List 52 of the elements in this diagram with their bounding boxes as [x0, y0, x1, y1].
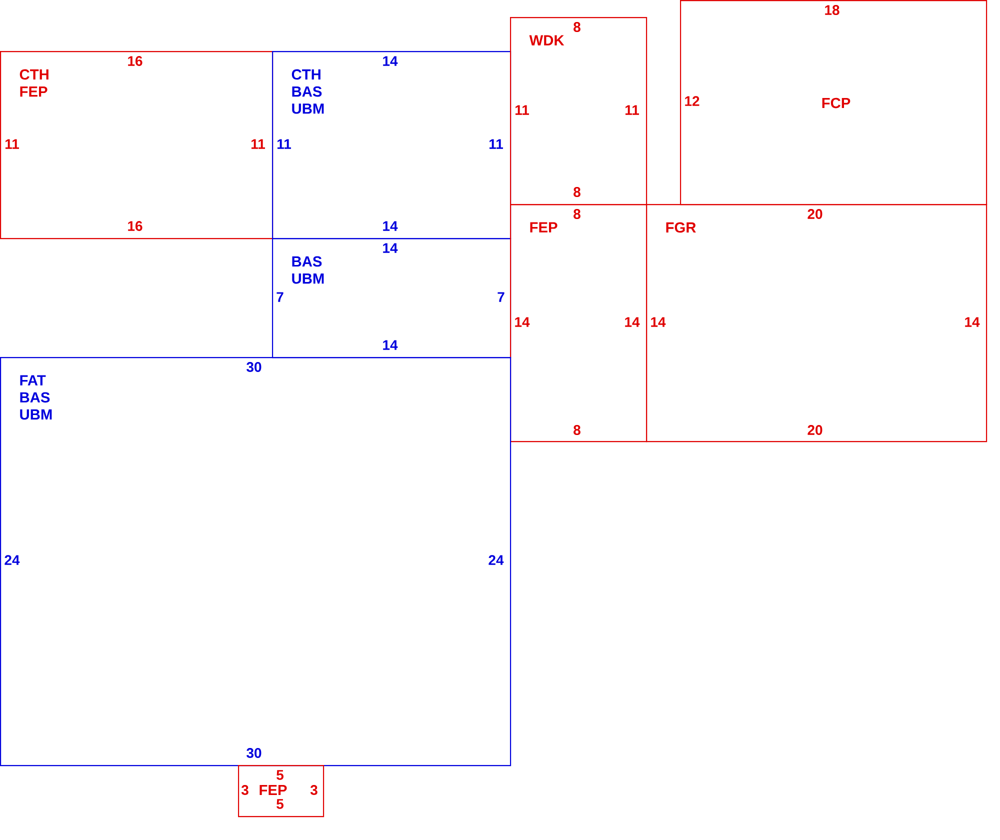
- dimension-label: 14: [625, 317, 640, 327]
- dimension-label: 30: [246, 362, 262, 372]
- dimension-label: 7: [498, 292, 504, 302]
- room-box: [510, 204, 648, 442]
- dimension-label: 18: [825, 5, 840, 15]
- room-label: FEP: [260, 784, 287, 796]
- dimension-label: 30: [246, 748, 262, 758]
- dimension-label: 16: [128, 221, 142, 231]
- dimension-label: 11: [515, 105, 529, 115]
- room-box: [0, 357, 512, 766]
- room-label: FAT BAS UBM: [20, 375, 52, 420]
- dimension-label: 11: [5, 139, 19, 149]
- room-box: [680, 0, 988, 206]
- dimension-label: 16: [128, 56, 142, 66]
- dimension-label: 8: [574, 425, 580, 435]
- dimension-label: 14: [651, 317, 666, 327]
- room-label: CTH BAS UBM: [292, 69, 324, 114]
- dimension-label: 14: [515, 317, 530, 327]
- dimension-label: 14: [383, 56, 398, 66]
- dimension-label: 14: [383, 243, 398, 253]
- room-box: [0, 51, 274, 240]
- dimension-label: 14: [383, 340, 398, 350]
- room-box: [238, 765, 324, 818]
- room-box: [272, 238, 512, 358]
- dimension-label: 14: [965, 317, 980, 327]
- dimension-label: 5: [276, 770, 284, 780]
- dimension-label: 11: [277, 139, 291, 149]
- dimension-label: 12: [685, 96, 700, 106]
- dimension-label: 8: [574, 187, 580, 197]
- dimension-label: 20: [808, 425, 822, 435]
- room-label: FCP: [822, 98, 850, 108]
- room-label: FEP: [530, 222, 558, 232]
- dimension-label: 11: [489, 139, 503, 149]
- dimension-label: 24: [4, 555, 20, 565]
- room-label: WDK: [529, 35, 564, 46]
- room-box: [510, 17, 648, 206]
- dimension-label: 20: [808, 209, 822, 219]
- dimension-label: 5: [276, 799, 284, 809]
- dimension-label: 8: [574, 22, 580, 32]
- dimension-label: 7: [276, 292, 284, 302]
- room-label: BAS UBM: [292, 256, 324, 284]
- room-label: CTH FEP: [20, 69, 48, 97]
- dimension-label: 3: [241, 785, 248, 795]
- room-box: [272, 51, 512, 240]
- dimension-label: 11: [625, 105, 639, 115]
- room-box: [646, 204, 988, 442]
- dimension-label: 3: [310, 785, 318, 795]
- dimension-label: 11: [251, 139, 265, 149]
- dimension-label: 14: [383, 221, 398, 231]
- dimension-label: 24: [488, 555, 504, 565]
- room-label: FGR: [666, 222, 696, 233]
- dimension-label: 8: [574, 209, 580, 219]
